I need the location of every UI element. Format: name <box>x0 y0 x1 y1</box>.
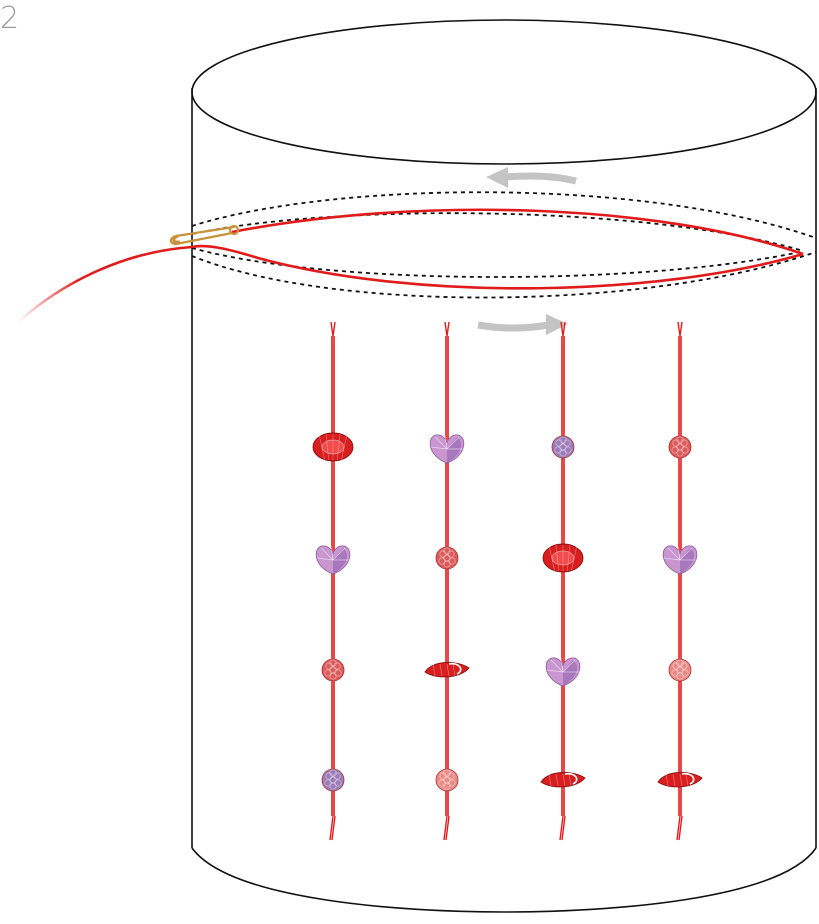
bead-strand <box>424 321 470 841</box>
bead-berry-red <box>668 435 692 459</box>
cylinder-top <box>191 19 817 165</box>
safety-pin-icon <box>169 224 240 246</box>
bead-heart-purple <box>662 545 698 575</box>
strand-tail <box>443 815 450 841</box>
bead-strand <box>540 321 586 841</box>
bead-berry-red <box>435 546 459 570</box>
bead-leaf-red <box>540 772 586 788</box>
bead-leaf-red <box>424 662 470 678</box>
direction-arrow-forward <box>477 314 568 335</box>
bead-berry-pink <box>668 658 692 682</box>
step-number: 2 <box>0 1 20 36</box>
cylinder <box>191 19 817 913</box>
drawstring-thread <box>17 208 804 323</box>
bead-berry-purple <box>321 768 345 792</box>
bead-berry-red <box>321 658 345 682</box>
bead-heart-purple <box>545 657 581 687</box>
bead-berry-purple <box>551 435 575 459</box>
cylinder-bottom <box>191 847 817 913</box>
bead-crystal-red <box>542 543 584 573</box>
bead-leaf-red <box>657 772 703 788</box>
bead-heart-purple <box>429 434 465 464</box>
bead-heart-purple <box>315 545 351 575</box>
strand-tail <box>676 815 683 841</box>
bead-strand <box>312 321 354 841</box>
direction-arrow-back <box>486 167 577 188</box>
bead-strands <box>312 321 703 841</box>
bead-crystal-red <box>312 432 354 462</box>
strand-tail <box>329 815 336 841</box>
casing-channel <box>191 191 817 299</box>
bead-berry-pink <box>435 768 459 792</box>
strand-tail <box>559 815 566 841</box>
bead-strand <box>657 321 703 841</box>
